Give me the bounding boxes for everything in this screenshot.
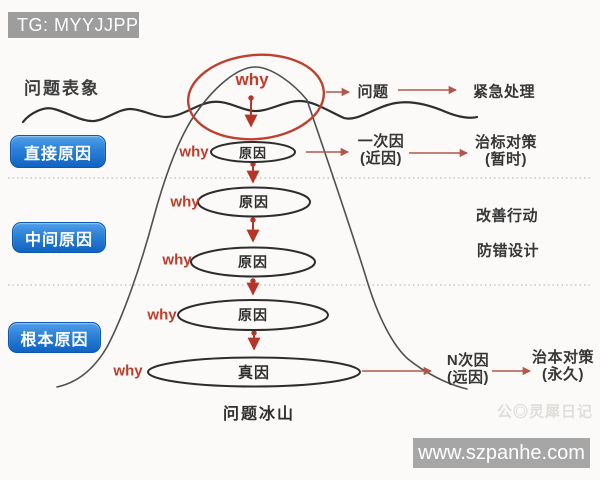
cause-node-1-text: 原因 <box>238 145 268 161</box>
cause-node-3-text: 原因 <box>238 254 268 270</box>
top-watermark-banner: TG: MYYJJPP <box>8 12 139 38</box>
nth-cause-line2: (远因) <box>447 369 489 386</box>
side-label-intermediate-cause: 中间原因 <box>12 222 106 253</box>
why-label-5: why <box>113 362 143 380</box>
flow-arrows <box>306 85 532 376</box>
true-cause-node <box>147 356 361 388</box>
cause-node-3 <box>190 246 316 278</box>
why-label-1: why <box>179 143 209 161</box>
diagram-title: 问题冰山 <box>222 406 296 423</box>
why-label-2: why <box>170 193 200 211</box>
nth-cause-label: N次因 (远因) <box>447 352 489 386</box>
symptomatic-line1: 治标对策 <box>474 134 538 151</box>
side-label-root-cause-text: 根本原因 <box>20 331 89 349</box>
first-cause-line1: 一次因 <box>357 133 405 150</box>
symptomatic-line2: (暂时) <box>484 151 527 168</box>
permanent-line2: (永久) <box>541 366 584 383</box>
side-label-direct-cause-text: 直接原因 <box>23 145 92 163</box>
why-label-top: why <box>235 70 269 89</box>
cause-node-2-text: 原因 <box>239 194 269 210</box>
chain-arrow-dots <box>248 95 257 336</box>
iceberg-outline <box>56 66 468 390</box>
urgent-handling-label: 紧急处理 <box>472 83 536 101</box>
cause-node-4-text: 原因 <box>238 307 268 323</box>
error-proofing-label: 防错设计 <box>476 242 540 260</box>
why-label-4: why <box>147 306 177 324</box>
surface-label: 问题表象 <box>24 79 100 98</box>
nth-cause-line1: N次因 <box>446 352 490 369</box>
symptomatic-countermeasure-label: 治标对策 (暂时) <box>475 134 537 168</box>
first-cause-label: 一次因 (近因) <box>358 133 405 167</box>
permanent-line1: 治本对策 <box>531 349 595 366</box>
why-label-3: why <box>162 251 192 269</box>
footer-url-text: www.szpanhe.com <box>418 441 585 464</box>
footer-url-banner: www.szpanhe.com <box>413 438 590 468</box>
side-label-root-cause: 根本原因 <box>8 322 101 353</box>
side-label-direct-cause: 直接原因 <box>10 135 106 168</box>
cause-nodes <box>147 141 361 388</box>
true-cause-node-text: 真因 <box>237 364 271 382</box>
permanent-countermeasure-label: 治本对策 (永久) <box>532 349 594 383</box>
problem-label: 问题 <box>357 83 389 101</box>
first-cause-line2: (近因) <box>359 150 402 167</box>
cause-node-2 <box>197 186 311 218</box>
cause-node-1 <box>210 141 296 163</box>
cause-node-4 <box>177 299 329 331</box>
tip-highlight-circle <box>186 53 326 141</box>
top-watermark-text: TG: MYYJJPP <box>17 14 139 35</box>
side-label-intermediate-cause-text: 中间原因 <box>24 231 93 249</box>
waterline-wave <box>21 99 479 124</box>
improvement-action-label: 改善行动 <box>475 207 539 225</box>
corner-watermark: 公◎灵犀日记 <box>496 403 594 421</box>
